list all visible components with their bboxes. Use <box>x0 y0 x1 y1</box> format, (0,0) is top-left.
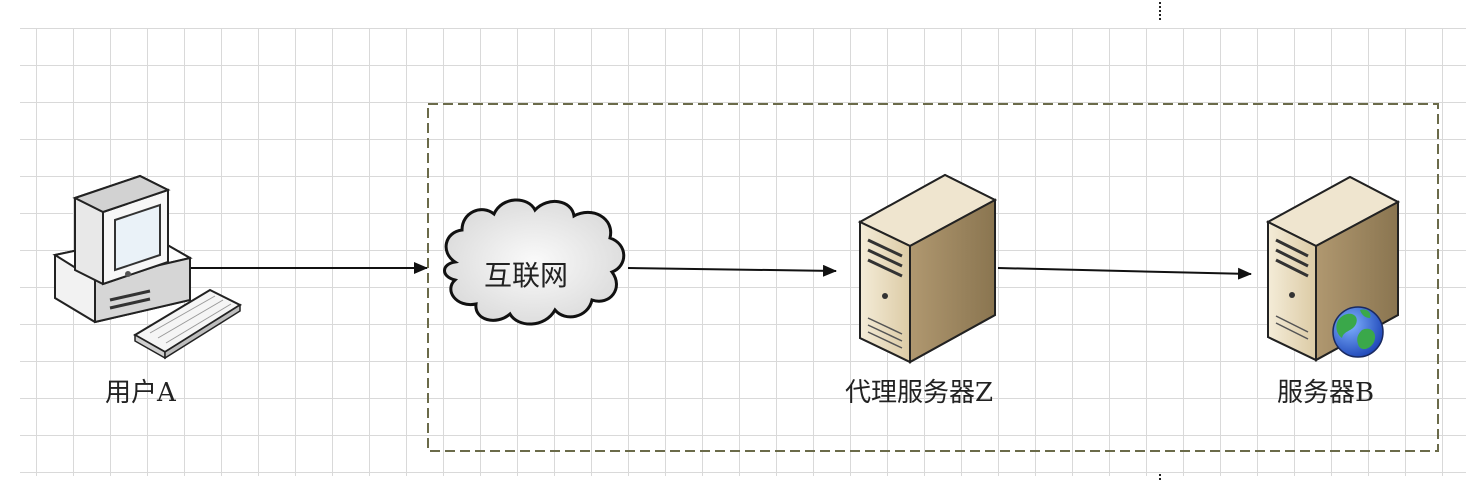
proxy-group-box <box>427 103 1439 452</box>
dotted-mark-top <box>1159 2 1161 20</box>
internet-label: 互联网 <box>484 259 569 292</box>
edge-internet-to-proxy <box>627 264 837 277</box>
proxy-label: 代理服务器Z <box>845 378 994 408</box>
server-label: 服务器B <box>1277 378 1375 408</box>
cloud-icon <box>443 198 626 326</box>
user-label: 用户A <box>105 378 176 408</box>
server-icon <box>857 173 998 364</box>
globe-icon <box>1332 306 1384 358</box>
computer-icon <box>52 174 243 360</box>
edge-proxy-to-server <box>997 267 1252 280</box>
grid-background <box>20 28 1466 476</box>
web-server-icon <box>1265 175 1401 362</box>
dotted-mark-bottom <box>1159 474 1161 482</box>
